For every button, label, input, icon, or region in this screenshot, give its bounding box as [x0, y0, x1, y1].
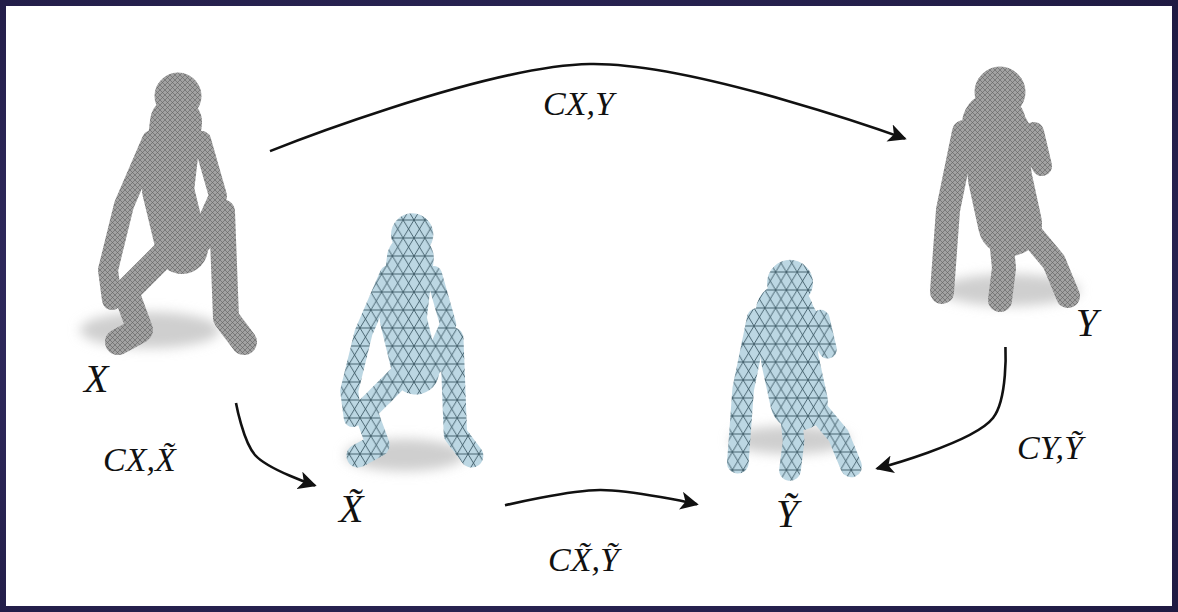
dense-human-mesh	[108, 73, 244, 342]
edge-label: CX,Y	[540, 84, 617, 123]
shape-label: Ỹ	[776, 492, 798, 536]
shape-label: X	[84, 357, 108, 401]
shape-label: Y	[1076, 301, 1098, 345]
mesh-figure: Y	[905, 45, 1110, 347]
mesh-figure: X̃	[315, 205, 505, 535]
edge-label: CX̃,Ỹ	[545, 540, 622, 579]
correspondence-arrow	[236, 403, 315, 486]
mesh-figure: X	[70, 58, 270, 403]
correspondence-arrow	[505, 490, 697, 505]
coarse-gorilla-mesh	[738, 260, 851, 470]
edge-label: CX,X̃	[100, 440, 179, 479]
edge-label: CY,Ỹ	[1014, 428, 1086, 467]
mesh-figure: Ỹ	[697, 215, 877, 540]
coarse-human-mesh	[349, 214, 471, 456]
correspondence-arrow	[270, 64, 905, 151]
shape-label: X̃	[339, 487, 363, 531]
dense-gorilla-mesh	[942, 67, 1068, 300]
correspondence-arrow	[877, 347, 1006, 469]
